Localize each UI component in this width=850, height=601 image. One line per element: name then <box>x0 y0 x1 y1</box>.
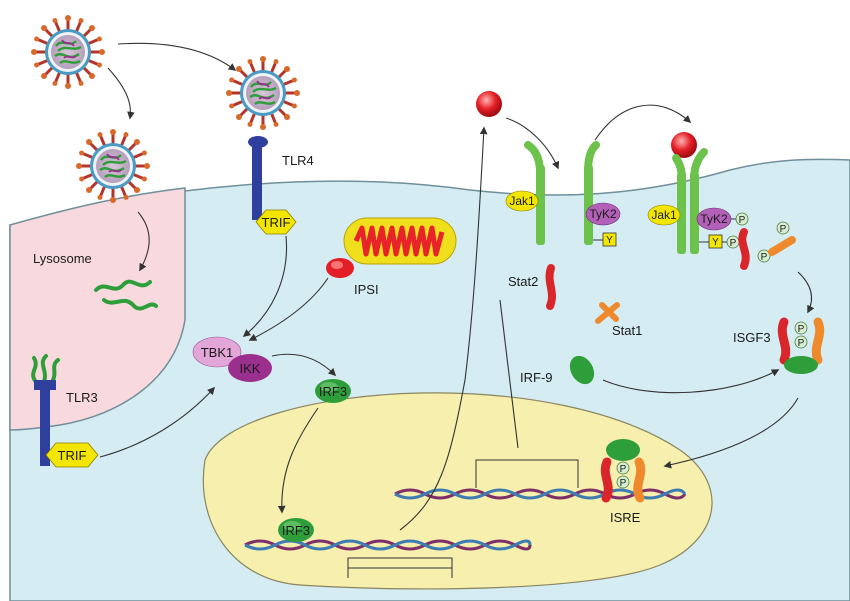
isgf3-label: ISGF3 <box>733 330 771 345</box>
jak1-label: Jak1 <box>651 208 677 222</box>
ipsi-label: IPSI <box>354 282 379 297</box>
gene-bracket <box>475 459 579 488</box>
trif-label: TRIF <box>58 448 87 463</box>
phospho-label: P <box>620 478 627 489</box>
phospho-group <box>757 249 771 263</box>
jak1-kinase <box>647 204 681 226</box>
phospho-label: P <box>730 238 737 249</box>
pathway-arrows <box>99 42 815 531</box>
gene-bracket <box>347 557 453 578</box>
ifn-receptor-bound <box>672 148 708 254</box>
interferon-ligand-icon <box>671 132 697 158</box>
irf9-label: IRF-9 <box>520 370 553 385</box>
jak1-kinase <box>505 190 539 212</box>
tlr3-label: TLR3 <box>66 390 98 405</box>
tlr4-receptor <box>248 136 268 220</box>
irf3-label: IRF3 <box>319 384 347 399</box>
stat2-protein <box>738 228 750 270</box>
tyk2-kinase <box>585 202 621 226</box>
irf3-nucleus: IRF3 <box>278 518 314 542</box>
trif-label: TRIF <box>262 215 291 230</box>
phospho-label: P <box>798 324 805 335</box>
tlr3-receptor <box>31 354 60 466</box>
ikk-label: IKK <box>240 361 261 376</box>
lysosome-label: Lysosome <box>33 251 92 266</box>
virus-particle-icon <box>224 54 302 132</box>
tyrosine-site <box>602 232 617 247</box>
phospho-group <box>735 212 749 226</box>
interferon-ligand-icon <box>476 91 502 117</box>
tyrosine-label: Y <box>712 237 719 248</box>
phospho-label: P <box>620 464 627 475</box>
virus-particle-icon <box>74 127 152 205</box>
stat2-protein <box>545 264 556 310</box>
trif-adapter-bottom: TRIF <box>45 442 99 468</box>
tyk2-label: TyK2 <box>700 212 728 226</box>
phospho-label: P <box>761 252 768 263</box>
tlr4-label: TLR4 <box>282 153 314 168</box>
tyrosine-label: Y <box>606 235 613 246</box>
trif-adapter-top: TRIF <box>255 209 297 235</box>
phospho-label: P <box>798 338 805 349</box>
phospho-group <box>776 221 790 235</box>
stat1-protein <box>768 236 796 256</box>
tbk1-label: TBK1 <box>201 345 234 360</box>
phospho-label: P <box>739 215 746 226</box>
tbk1-ikk-complex: TBK1 IKK <box>192 336 272 382</box>
isre-label: ISRE <box>610 510 641 525</box>
isgf3-bound-isre: P P <box>600 439 646 503</box>
isgf3-complex: P P <box>777 317 825 374</box>
viral-rna-icon <box>94 279 158 311</box>
mitochondrion-icon <box>343 217 457 265</box>
irf3-cytoplasm: IRF3 <box>315 379 351 403</box>
nucleus <box>202 392 713 590</box>
tyk2-label: TyK2 <box>589 207 617 221</box>
phospho-label: P <box>780 224 787 235</box>
irf3-label: IRF3 <box>282 523 310 538</box>
ifn-receptor-unbound <box>524 141 600 245</box>
stat2-label: Stat2 <box>508 274 538 289</box>
jak1-label: Jak1 <box>509 194 535 208</box>
stat1-label: Stat1 <box>612 323 642 338</box>
virus-particle-icon <box>29 13 107 91</box>
stat1-protein <box>595 302 620 324</box>
irf9-protein <box>569 355 595 385</box>
